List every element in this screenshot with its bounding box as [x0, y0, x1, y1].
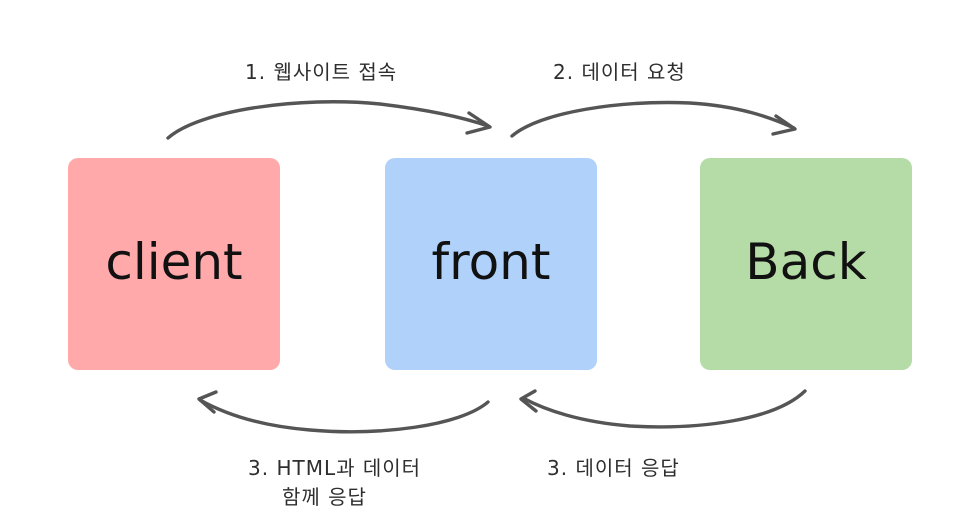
node-client-label: client [105, 233, 243, 291]
node-back-label: Back [745, 233, 867, 291]
arrow-html-response [197, 390, 490, 434]
node-front-label: front [431, 233, 551, 291]
edge-label-data-response: 3. 데이터 응답 [547, 456, 680, 480]
arrow-site-access [166, 100, 492, 140]
arrow-data-response [519, 389, 807, 429]
edge-label-data-request: 2. 데이터 요청 [553, 60, 686, 84]
node-client: client [68, 158, 280, 370]
node-front: front [385, 158, 597, 370]
edge-label-html-response-line2: 함께 응답 [282, 485, 367, 509]
edge-label-site-access: 1. 웹사이트 접속 [245, 60, 398, 84]
node-back: Back [700, 158, 912, 370]
edge-label-html-response-line1: 3. HTML과 데이터 [248, 456, 422, 480]
arrow-data-request [510, 100, 797, 138]
